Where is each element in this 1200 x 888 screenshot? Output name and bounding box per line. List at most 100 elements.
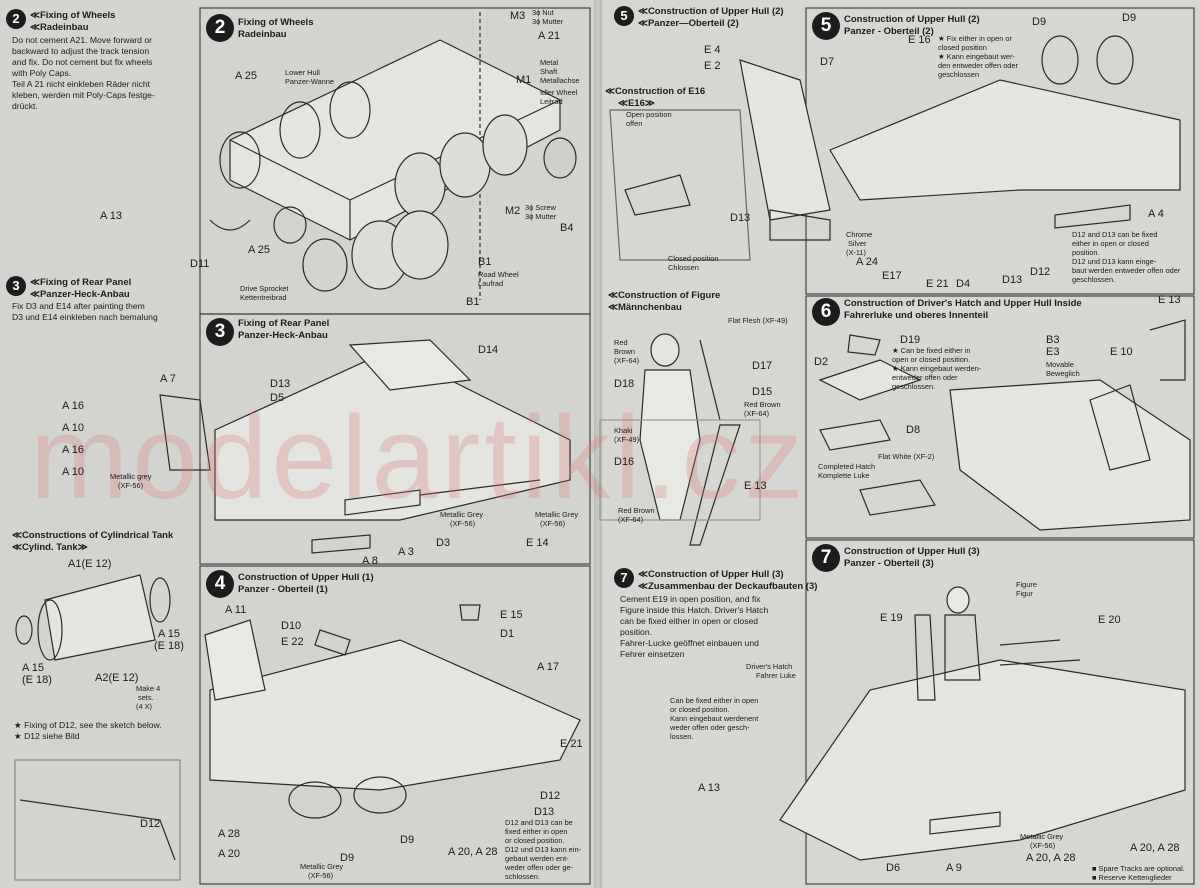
rear-panel-drawing <box>159 339 571 554</box>
label-a2-e12: A2(E 12) <box>95 672 139 684</box>
label-flat-flesh: Flat Flesh (XF-49) <box>728 316 788 325</box>
label-figure-de: Figur <box>1016 589 1033 598</box>
d12-note: ★ Fixing of D12, see the sketch below. <box>14 720 162 730</box>
label-d8: D8 <box>906 424 921 436</box>
label-d16: D16 <box>614 456 635 468</box>
tank-drawing <box>14 574 181 881</box>
label-d11: D11 <box>190 258 210 270</box>
step-7-side-title: ≪Construction of Upper Hull (3) <box>638 569 784 580</box>
label-a4: A 4 <box>1148 208 1164 220</box>
label-a20-a28-b: A 20, A 28 <box>1026 852 1076 864</box>
label-b3: B3 <box>1046 334 1060 346</box>
label-sprocket-de: Kettentreibrad <box>240 293 287 302</box>
label-a3: A 3 <box>398 546 414 558</box>
label-idler-de: Leitrad <box>540 97 563 106</box>
label-d18: D18 <box>614 378 635 390</box>
label-d13-b: D13 <box>1002 274 1023 286</box>
label-d14: D14 <box>478 344 499 356</box>
upper-hull-1-drawing <box>204 604 581 819</box>
label-red-brown-2: Red Brown <box>744 400 781 409</box>
label-d13: D13 <box>534 806 555 818</box>
label-metallic-grey-3: Metallic Grey <box>535 510 579 519</box>
label-metal: Metal <box>540 58 559 67</box>
label-a1-e12: A1(E 12) <box>68 558 112 570</box>
step-7-side-number: 7 <box>614 568 634 588</box>
label-shaft-de: Metallachse <box>540 76 580 85</box>
label-a13: A 13 <box>100 210 123 222</box>
figure-drawing <box>599 333 761 546</box>
label-a24: A 24 <box>856 256 879 268</box>
label-sprocket: Drive Sprocket <box>240 284 289 293</box>
step-5-title-de: Panzer - Oberteil (2) <box>844 26 934 37</box>
step-3-side-title-de: ≪Panzer-Heck-Anbau <box>30 289 130 300</box>
label-open-position: Open position <box>626 110 672 119</box>
label-e18: (E 18) <box>154 640 184 652</box>
label-khaki-code: (XF-49) <box>614 435 640 444</box>
label-d7: D7 <box>820 56 835 68</box>
label-e21: E 21 <box>560 738 583 750</box>
label-screw-de: 3ϕ Mutter <box>525 212 557 221</box>
label-khaki: Khaki <box>614 426 633 435</box>
step-4-title: Construction of Upper Hull (1) <box>238 572 374 583</box>
label-metallic-grey-2-code: (XF-56) <box>450 519 476 528</box>
label-d17: D17 <box>752 360 773 372</box>
label-e3: E3 <box>1046 346 1060 358</box>
label-metallic-grey-2: Metallic Grey <box>440 510 484 519</box>
label-shaft: Shaft <box>540 67 558 76</box>
label-a11: A 11 <box>225 604 247 616</box>
step-4-title-de: Panzer - Oberteil (1) <box>238 584 328 595</box>
label-a25: A 25 <box>235 70 258 82</box>
label-closed-position: Closed position <box>668 254 719 263</box>
label-a7: A 7 <box>160 373 176 385</box>
label-red-brown-3-code: (XF-64) <box>618 515 644 524</box>
label-open-position-de: offen <box>626 119 643 128</box>
label-m3: M3 <box>510 10 526 22</box>
label-e18-b: (E 18) <box>22 674 52 686</box>
step-4-number: 4 <box>206 570 234 598</box>
step-3-side-title: ≪Fixing of Rear Panel <box>30 277 132 288</box>
step-2-title-de: Radeinbau <box>238 29 287 40</box>
label-drivers-hatch: Driver's Hatch <box>746 662 793 671</box>
label-d4: D4 <box>956 278 971 290</box>
label-e21: E 21 <box>926 278 949 290</box>
label-e13-b: E 13 <box>1158 294 1181 306</box>
label-b1: B1 <box>478 256 492 268</box>
label-d12: D12 <box>1030 266 1051 278</box>
step-2-side-number: 2 <box>6 9 26 29</box>
drivers-hatch-drawing <box>818 319 1191 531</box>
step-6-title-de: Fahrerluke und oberes Innenteil <box>844 310 989 321</box>
figure-title-de: ≪Männchenbau <box>608 302 682 313</box>
label-b4: B4 <box>560 222 574 234</box>
label-brown: Brown <box>614 347 635 356</box>
label-silver-code: (X-11) <box>846 248 866 257</box>
e16-title: ≪Construction of E16 <box>605 86 706 97</box>
step-2-title: Fixing of Wheels <box>238 17 314 28</box>
step-3-number: 3 <box>206 318 234 346</box>
page-gutter <box>594 0 602 888</box>
label-d5: D5 <box>270 392 285 404</box>
label-movable-de: Beweglich <box>1046 369 1080 378</box>
label-movable: Movable <box>1046 360 1074 369</box>
label-times: (4 X) <box>136 702 153 711</box>
label-lower-hull: Lower Hull <box>285 68 320 77</box>
label-d15: D15 <box>752 386 773 398</box>
label-d9: D9 <box>1032 16 1047 28</box>
step-2-side-title-de: ≪Radeinbau <box>30 22 89 33</box>
label-a21: A 21 <box>538 30 561 42</box>
label-spare-tracks: ■ Spare Tracks are optional. <box>1092 864 1185 873</box>
label-e13: E 13 <box>744 480 767 492</box>
step-5-side-title: ≪Construction of Upper Hull (2) <box>638 6 784 17</box>
label-red-brown-2-code: (XF-64) <box>744 409 770 418</box>
label-completed-hatch-de: Komplette Luke <box>818 471 870 480</box>
label-a20-a28-c: A 20, A 28 <box>1130 842 1180 854</box>
label-e17: E17 <box>882 270 902 282</box>
step-7-side-title-de: ≪Zusammenbau der Deckaufbauten (3) <box>638 581 818 592</box>
label-a8: A 8 <box>362 555 378 567</box>
label-d3: D3 <box>436 537 451 549</box>
label-d2: D2 <box>814 356 829 368</box>
